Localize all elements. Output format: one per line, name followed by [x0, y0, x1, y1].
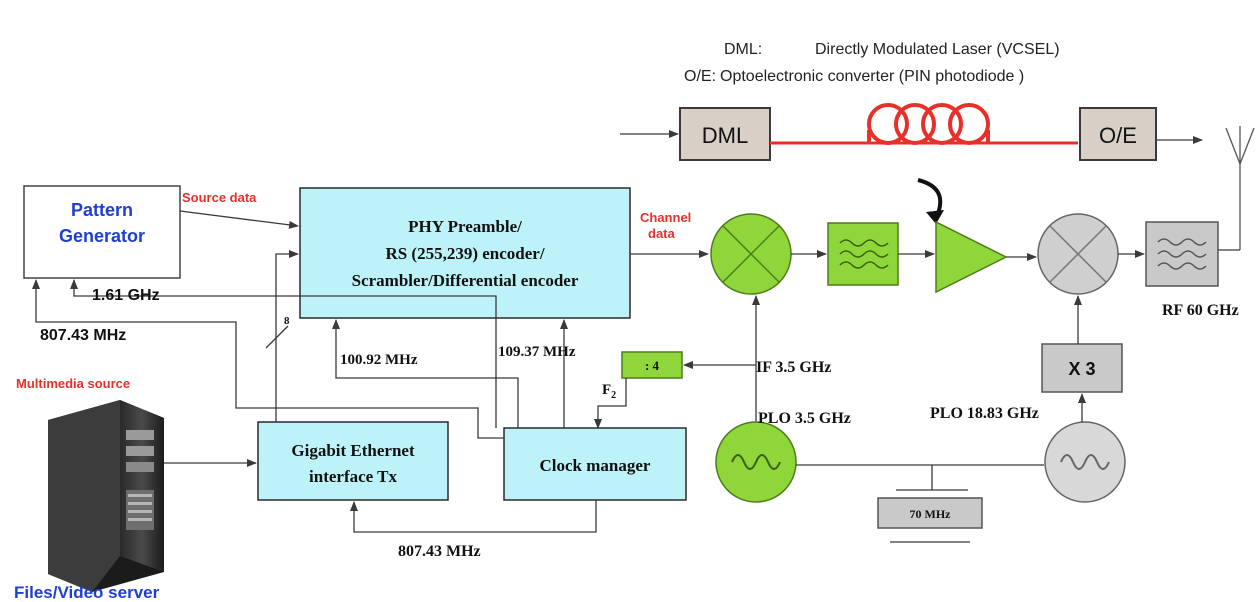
legend-dml-key: DML: — [724, 41, 762, 58]
dml-label: DML — [702, 123, 748, 148]
plo-1883ghz-label: PLO 18.83 GHz — [930, 405, 1039, 422]
legend: DML: Directly Modulated Laser (VCSEL) O/… — [684, 41, 1060, 85]
ref-70mhz-label: 70 MHz — [910, 507, 952, 521]
rf-filter-waves-icon — [1157, 238, 1207, 270]
plo-35ghz-sine-icon — [731, 454, 781, 470]
source-data-wire — [179, 210, 299, 229]
legend-oe-key: O/E: — [684, 68, 716, 85]
antenna-icon — [1225, 126, 1255, 250]
plo-1883ghz-sine-icon — [1060, 454, 1110, 470]
rf-mixer-cross-b — [1049, 225, 1107, 283]
computer-tower-icon — [48, 400, 164, 592]
if-35ghz-label: IF 3.5 GHz — [756, 359, 831, 376]
clock-manager-label: Clock manager — [540, 456, 651, 475]
multiply-by-3-block — [1041, 343, 1123, 393]
gigabit-ethernet-block — [257, 421, 449, 501]
pattern-generator-line1: Pattern — [71, 200, 133, 220]
oe-block — [1079, 107, 1157, 161]
source-data-label: Source data — [182, 190, 257, 205]
optical-link: DML O/E — [620, 103, 1255, 250]
pattern-generator-block — [23, 185, 181, 279]
oe-label: O/E — [1099, 123, 1137, 148]
phy-line2: RS (255,239) encoder/ — [385, 244, 544, 263]
curved-arrow-head-icon — [926, 210, 944, 224]
if-mixer-cross-b — [722, 225, 780, 283]
plo-35ghz-label: PLO 3.5 GHz — [758, 410, 851, 427]
clock-10092-wire — [332, 319, 519, 428]
amplifier-icon — [935, 220, 1008, 294]
files-video-server-label: Files/Video server — [14, 583, 160, 602]
channel-data-label-2: data — [648, 226, 676, 241]
legend-dml-desc: Directly Modulated Laser (VCSEL) — [815, 41, 1060, 58]
channel-data-label-1: Channel — [640, 210, 691, 225]
phy-line3: Scrambler/Differential encoder — [352, 271, 579, 290]
bus-width-label: 8 — [284, 315, 290, 327]
divide-by-4-block — [621, 351, 683, 379]
gige-line2: interface Tx — [309, 467, 397, 486]
legend-oe-desc: Optoelectronic converter (PIN photodiode… — [720, 68, 1024, 85]
fiber-coil-icon — [867, 103, 990, 145]
divider-label: : 4 — [645, 358, 660, 373]
phy-line1: PHY Preamble/ — [408, 217, 522, 236]
f2-label: F2 — [602, 382, 616, 401]
pattern-generator-line2: Generator — [59, 226, 145, 246]
gige-to-phy-bus — [275, 250, 299, 422]
divider-to-clock-wire — [594, 378, 627, 429]
gige-line1: Gigabit Ethernet — [291, 441, 415, 460]
rf-60ghz-label: RF 60 GHz — [1162, 302, 1239, 319]
f-10937mhz-label: 109.37 MHz — [498, 344, 576, 360]
clock-80743mhz-gige-wire — [350, 500, 597, 533]
multiplier-label: X 3 — [1068, 359, 1095, 379]
clock-manager-block — [503, 427, 687, 501]
clock-80743mhz-pg-wire — [32, 279, 504, 439]
f-161ghz-label: 1.61 GHz — [92, 287, 160, 304]
if-filter-waves-icon — [839, 239, 889, 269]
f-10092mhz-label: 100.92 MHz — [340, 352, 418, 368]
f-80743mhz-bottom-label: 807.43 MHz — [398, 543, 481, 560]
multimedia-source-label: Multimedia source — [16, 376, 130, 391]
ref-70mhz-block — [877, 497, 983, 529]
clock-161ghz-wire — [70, 279, 497, 428]
bus-slash-icon — [265, 325, 289, 349]
dml-block — [679, 107, 771, 161]
f-80743mhz-left-label: 807.43 MHz — [40, 327, 126, 344]
